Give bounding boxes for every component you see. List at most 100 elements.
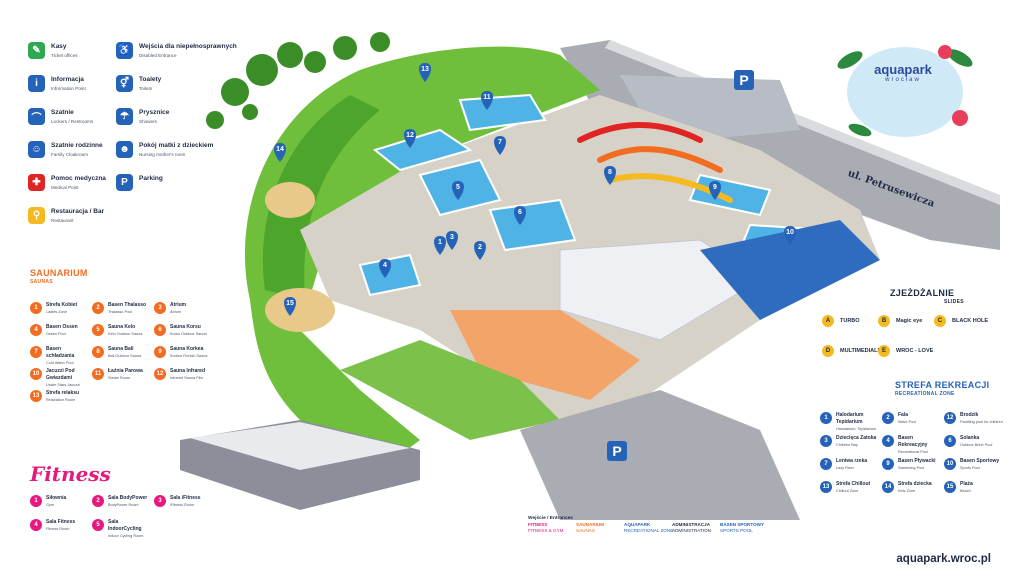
sauna-number: 5 bbox=[92, 324, 104, 336]
sauna-label: Basen Thalasso bbox=[108, 302, 147, 308]
map-pin-12[interactable]: 12 bbox=[404, 129, 416, 148]
sauna-number: 12 bbox=[154, 368, 166, 380]
sauna-sub: Relaxation Room bbox=[46, 398, 76, 402]
map-pin-7[interactable]: 7 bbox=[494, 136, 506, 155]
map-pin-15[interactable]: 15 bbox=[284, 297, 296, 316]
fitness-label: Sala BodyPower bbox=[108, 495, 148, 501]
recreation-label: Fala bbox=[898, 412, 909, 418]
fitness-number: 1 bbox=[30, 495, 42, 507]
sauna-sub: Under Stars Jacuzzi bbox=[46, 383, 80, 387]
map-pin-label: 14 bbox=[276, 146, 284, 153]
legend-label: Szatnie rodzinne bbox=[51, 142, 103, 149]
map-pin-label: 1 bbox=[438, 239, 442, 246]
map-pin-13[interactable]: 13 bbox=[419, 63, 431, 82]
sauna-number: 2 bbox=[92, 302, 104, 314]
sauna-number: 8 bbox=[92, 346, 104, 358]
sauna-sub: Bali Outdoor Sauna bbox=[108, 354, 142, 358]
entrance-label: BASEN SPORTOWY bbox=[720, 522, 765, 527]
recreation-label: Halodarium Tepidarium bbox=[836, 412, 864, 425]
fitness-sub: BodyPower Room bbox=[108, 503, 139, 507]
sauna-label: Łaźnia Parowa bbox=[108, 368, 143, 374]
sauna-sub: Thalasso Pool bbox=[108, 310, 133, 314]
legend-label: Toalety bbox=[139, 76, 162, 83]
map-pin-6[interactable]: 6 bbox=[514, 206, 526, 225]
recreation-sub: Wave Pool bbox=[898, 420, 917, 424]
site-url[interactable]: aquapark.wroc.pl bbox=[896, 553, 991, 565]
map-pin-14[interactable]: 14 bbox=[274, 143, 286, 162]
sauna-number: 1 bbox=[30, 302, 42, 314]
brand-splash bbox=[847, 47, 963, 137]
beach bbox=[265, 288, 335, 332]
fitness-sub: Gym bbox=[46, 503, 55, 507]
map-pin-3[interactable]: 3 bbox=[446, 231, 458, 250]
map-pin-9[interactable]: 9 bbox=[709, 181, 721, 200]
map-pin-11[interactable]: 11 bbox=[481, 91, 493, 110]
map-pin-label: 4 bbox=[383, 262, 387, 269]
recreation-sub: Children Bay bbox=[836, 443, 858, 447]
recreation-title: STREFA REKREACJI bbox=[895, 380, 990, 390]
map-pin-label: 8 bbox=[608, 169, 612, 176]
brand-name: aquapark bbox=[874, 62, 932, 77]
slide-name: MULTIMEDIALNA bbox=[840, 348, 886, 354]
sauna-number: 3 bbox=[154, 302, 166, 314]
map-pin-8[interactable]: 8 bbox=[604, 166, 616, 185]
fitness-sub: Indoor Cycling Room bbox=[108, 534, 144, 538]
sauna-label: Atrium bbox=[170, 302, 187, 308]
legend-sub: Toilets bbox=[139, 86, 153, 91]
parking-sign-top: P bbox=[734, 70, 754, 90]
slide-name: Magic eye bbox=[896, 318, 923, 324]
entrance-label: AQUAPARK bbox=[624, 522, 651, 527]
map-pin-2[interactable]: 2 bbox=[474, 241, 486, 260]
map-pin-label: 6 bbox=[518, 209, 522, 216]
map-pin-10[interactable]: 10 bbox=[784, 226, 796, 245]
legend-sub: Disabled Entrance bbox=[139, 53, 177, 58]
sauna-garden bbox=[340, 340, 560, 440]
recreation-label: Strefa Chillout bbox=[836, 481, 871, 487]
parking-sign-bottom: P bbox=[607, 441, 627, 461]
map-pin-4[interactable]: 4 bbox=[379, 259, 391, 278]
entrance-label: FITNESS bbox=[528, 522, 548, 527]
restaurant-icon: ⚲ bbox=[28, 207, 45, 224]
recreation-sub: Lazy River bbox=[836, 466, 854, 470]
recreation-number: 3 bbox=[820, 435, 832, 447]
recreation-number: 13 bbox=[820, 481, 832, 493]
sauna-number: 13 bbox=[30, 390, 42, 402]
legend-label: Wejścia dla niepełnosprawnych bbox=[139, 43, 237, 50]
fitness-sub: Fitness Room bbox=[46, 527, 70, 531]
map-pin-1[interactable]: 1 bbox=[434, 236, 446, 255]
legend-sub: Ticket offices bbox=[51, 53, 78, 58]
recreation-sub: Halodarium, Tepidarium bbox=[836, 427, 877, 431]
parking-icon: P bbox=[116, 174, 133, 191]
map-pin-5[interactable]: 5 bbox=[452, 181, 464, 200]
recreation-number: 1 bbox=[820, 412, 832, 424]
